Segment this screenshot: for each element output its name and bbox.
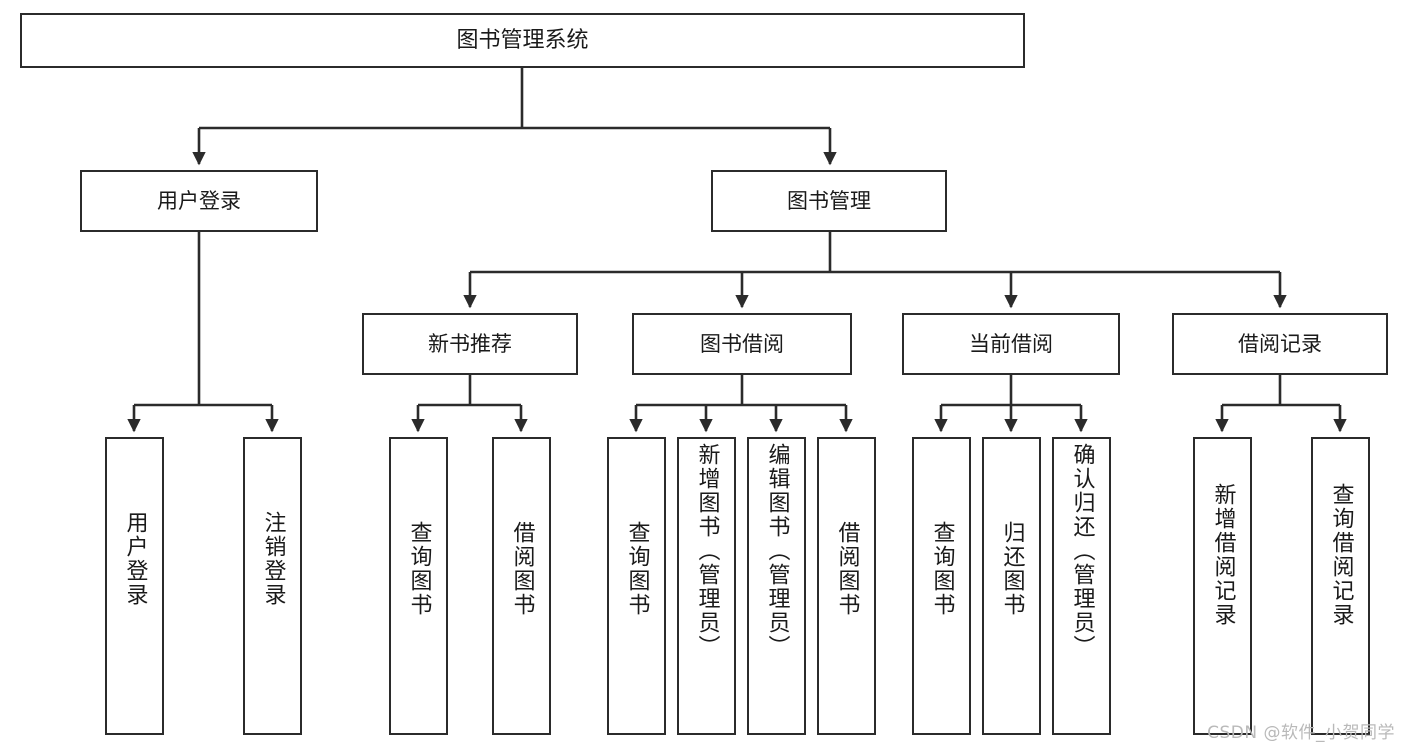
node-label: 新书推荐 bbox=[428, 331, 512, 356]
node-user-login[interactable]: 用户登录 bbox=[80, 170, 318, 232]
node-label: 图书借阅 bbox=[700, 331, 784, 356]
node-label: 归还图书 bbox=[999, 521, 1025, 617]
leaf-current-return-book[interactable]: 归还图书 bbox=[982, 437, 1041, 735]
node-label: 编辑图书（管理员） bbox=[764, 443, 790, 659]
node-label: 图书管理 bbox=[787, 188, 871, 213]
leaf-record-add-record[interactable]: 新增借阅记录 bbox=[1193, 437, 1252, 735]
node-label: 图书管理系统 bbox=[456, 27, 589, 53]
node-label: 查询图书 bbox=[624, 521, 650, 617]
node-label: 借阅图书 bbox=[509, 521, 535, 617]
leaf-recommend-query-book[interactable]: 查询图书 bbox=[389, 437, 448, 735]
node-label: 用户登录 bbox=[157, 188, 241, 213]
node-book-management[interactable]: 图书管理 bbox=[711, 170, 947, 232]
node-label: 用户登录 bbox=[122, 511, 148, 607]
leaf-current-query-book[interactable]: 查询图书 bbox=[912, 437, 971, 735]
leaf-borrow-add-book-admin[interactable]: 新增图书（管理员） bbox=[677, 437, 736, 735]
node-label: 借阅记录 bbox=[1238, 331, 1322, 356]
leaf-user-login-logout[interactable]: 注销登录 bbox=[243, 437, 302, 735]
node-label: 当前借阅 bbox=[969, 331, 1053, 356]
leaf-record-query-record[interactable]: 查询借阅记录 bbox=[1311, 437, 1370, 735]
leaf-recommend-borrow-book[interactable]: 借阅图书 bbox=[492, 437, 551, 735]
node-label: 查询图书 bbox=[929, 521, 955, 617]
node-book-borrow[interactable]: 图书借阅 bbox=[632, 313, 852, 375]
node-root-system[interactable]: 图书管理系统 bbox=[20, 13, 1025, 68]
node-label: 查询借阅记录 bbox=[1328, 483, 1354, 627]
leaf-user-login-login[interactable]: 用户登录 bbox=[105, 437, 164, 735]
node-label: 新增图书（管理员） bbox=[694, 443, 720, 659]
leaf-borrow-query-book[interactable]: 查询图书 bbox=[607, 437, 666, 735]
watermark: CSDN @软件_小贺同学 bbox=[1207, 723, 1395, 743]
leaf-borrow-edit-book-admin[interactable]: 编辑图书（管理员） bbox=[747, 437, 806, 735]
node-borrow-record[interactable]: 借阅记录 bbox=[1172, 313, 1388, 375]
node-label: 注销登录 bbox=[260, 511, 286, 607]
node-new-book-recommend[interactable]: 新书推荐 bbox=[362, 313, 578, 375]
node-current-borrow[interactable]: 当前借阅 bbox=[902, 313, 1120, 375]
node-label: 借阅图书 bbox=[834, 521, 860, 617]
node-label: 确认归还（管理员） bbox=[1069, 443, 1095, 659]
leaf-current-confirm-return-admin[interactable]: 确认归还（管理员） bbox=[1052, 437, 1111, 735]
leaf-borrow-borrow-book[interactable]: 借阅图书 bbox=[817, 437, 876, 735]
node-label: 查询图书 bbox=[406, 521, 432, 617]
node-label: 新增借阅记录 bbox=[1210, 483, 1236, 627]
